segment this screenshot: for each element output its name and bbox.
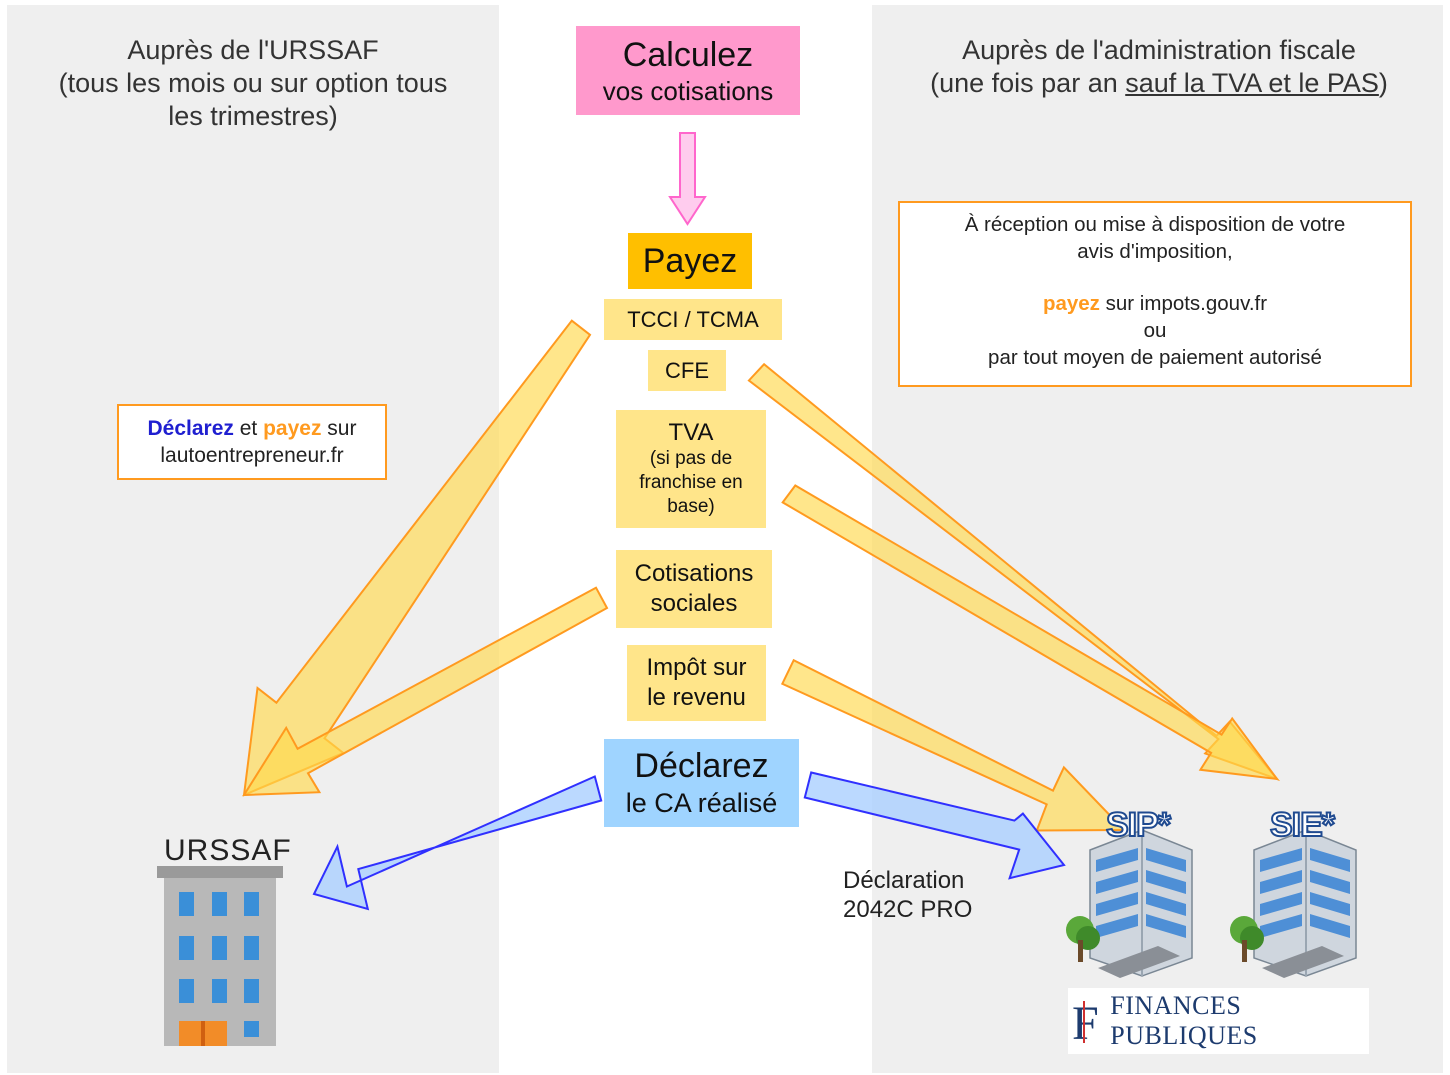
tcci-box: TCCI / TCMA (604, 299, 782, 340)
tax-admin-header: Auprès de l'administration fiscale (une … (930, 35, 1388, 98)
social-contributions-box: Cotisations sociales (616, 550, 772, 628)
calculate-box: Calculez vos cotisations (576, 26, 800, 115)
sip-label: SIP* (1105, 805, 1172, 845)
finances-publiques-logo: F FINANCES PUBLIQUES (1068, 988, 1369, 1054)
urssaf-info-box: Déclarez et payez sur lautoentrepreneur.… (117, 404, 387, 480)
declaration-label: Déclaration 2042C PRO (843, 867, 973, 923)
urssaf-building-icon (157, 866, 283, 1046)
arrow-declare-to-urssaf (312, 775, 603, 911)
income-tax-box: Impôt sur le revenu (627, 645, 766, 721)
calc-to-pay-arrow (668, 132, 707, 226)
sie-building-icon (1230, 830, 1357, 978)
arrow-cfe-to-sie (747, 362, 1281, 782)
arrow-tva-to-sie (781, 484, 1280, 781)
sip-building-icon (1066, 830, 1193, 978)
arrow-tcci-to-urssaf (242, 319, 592, 797)
sie-label: SIE* (1269, 805, 1336, 845)
urssaf-header: Auprès de l'URSSAF (tous les mois ou sur… (58, 35, 448, 131)
finances-publiques-mark-icon: F (1072, 997, 1099, 1049)
arrow-cotis-to-urssaf (242, 586, 609, 797)
pay-box: Payez (628, 233, 752, 289)
urssaf-label: URSSAF (164, 834, 292, 867)
tax-info-box: À réception ou mise à disposition de vot… (898, 201, 1412, 387)
arrow-impot-to-sip (780, 658, 1127, 832)
arrow-declare-to-sip (803, 771, 1066, 880)
tva-box: TVA (si pas de franchise en base) (616, 410, 766, 528)
declare-box: Déclarez le CA réalisé (604, 739, 799, 827)
cfe-box: CFE (648, 350, 726, 391)
svg-text:F: F (1072, 997, 1099, 1049)
